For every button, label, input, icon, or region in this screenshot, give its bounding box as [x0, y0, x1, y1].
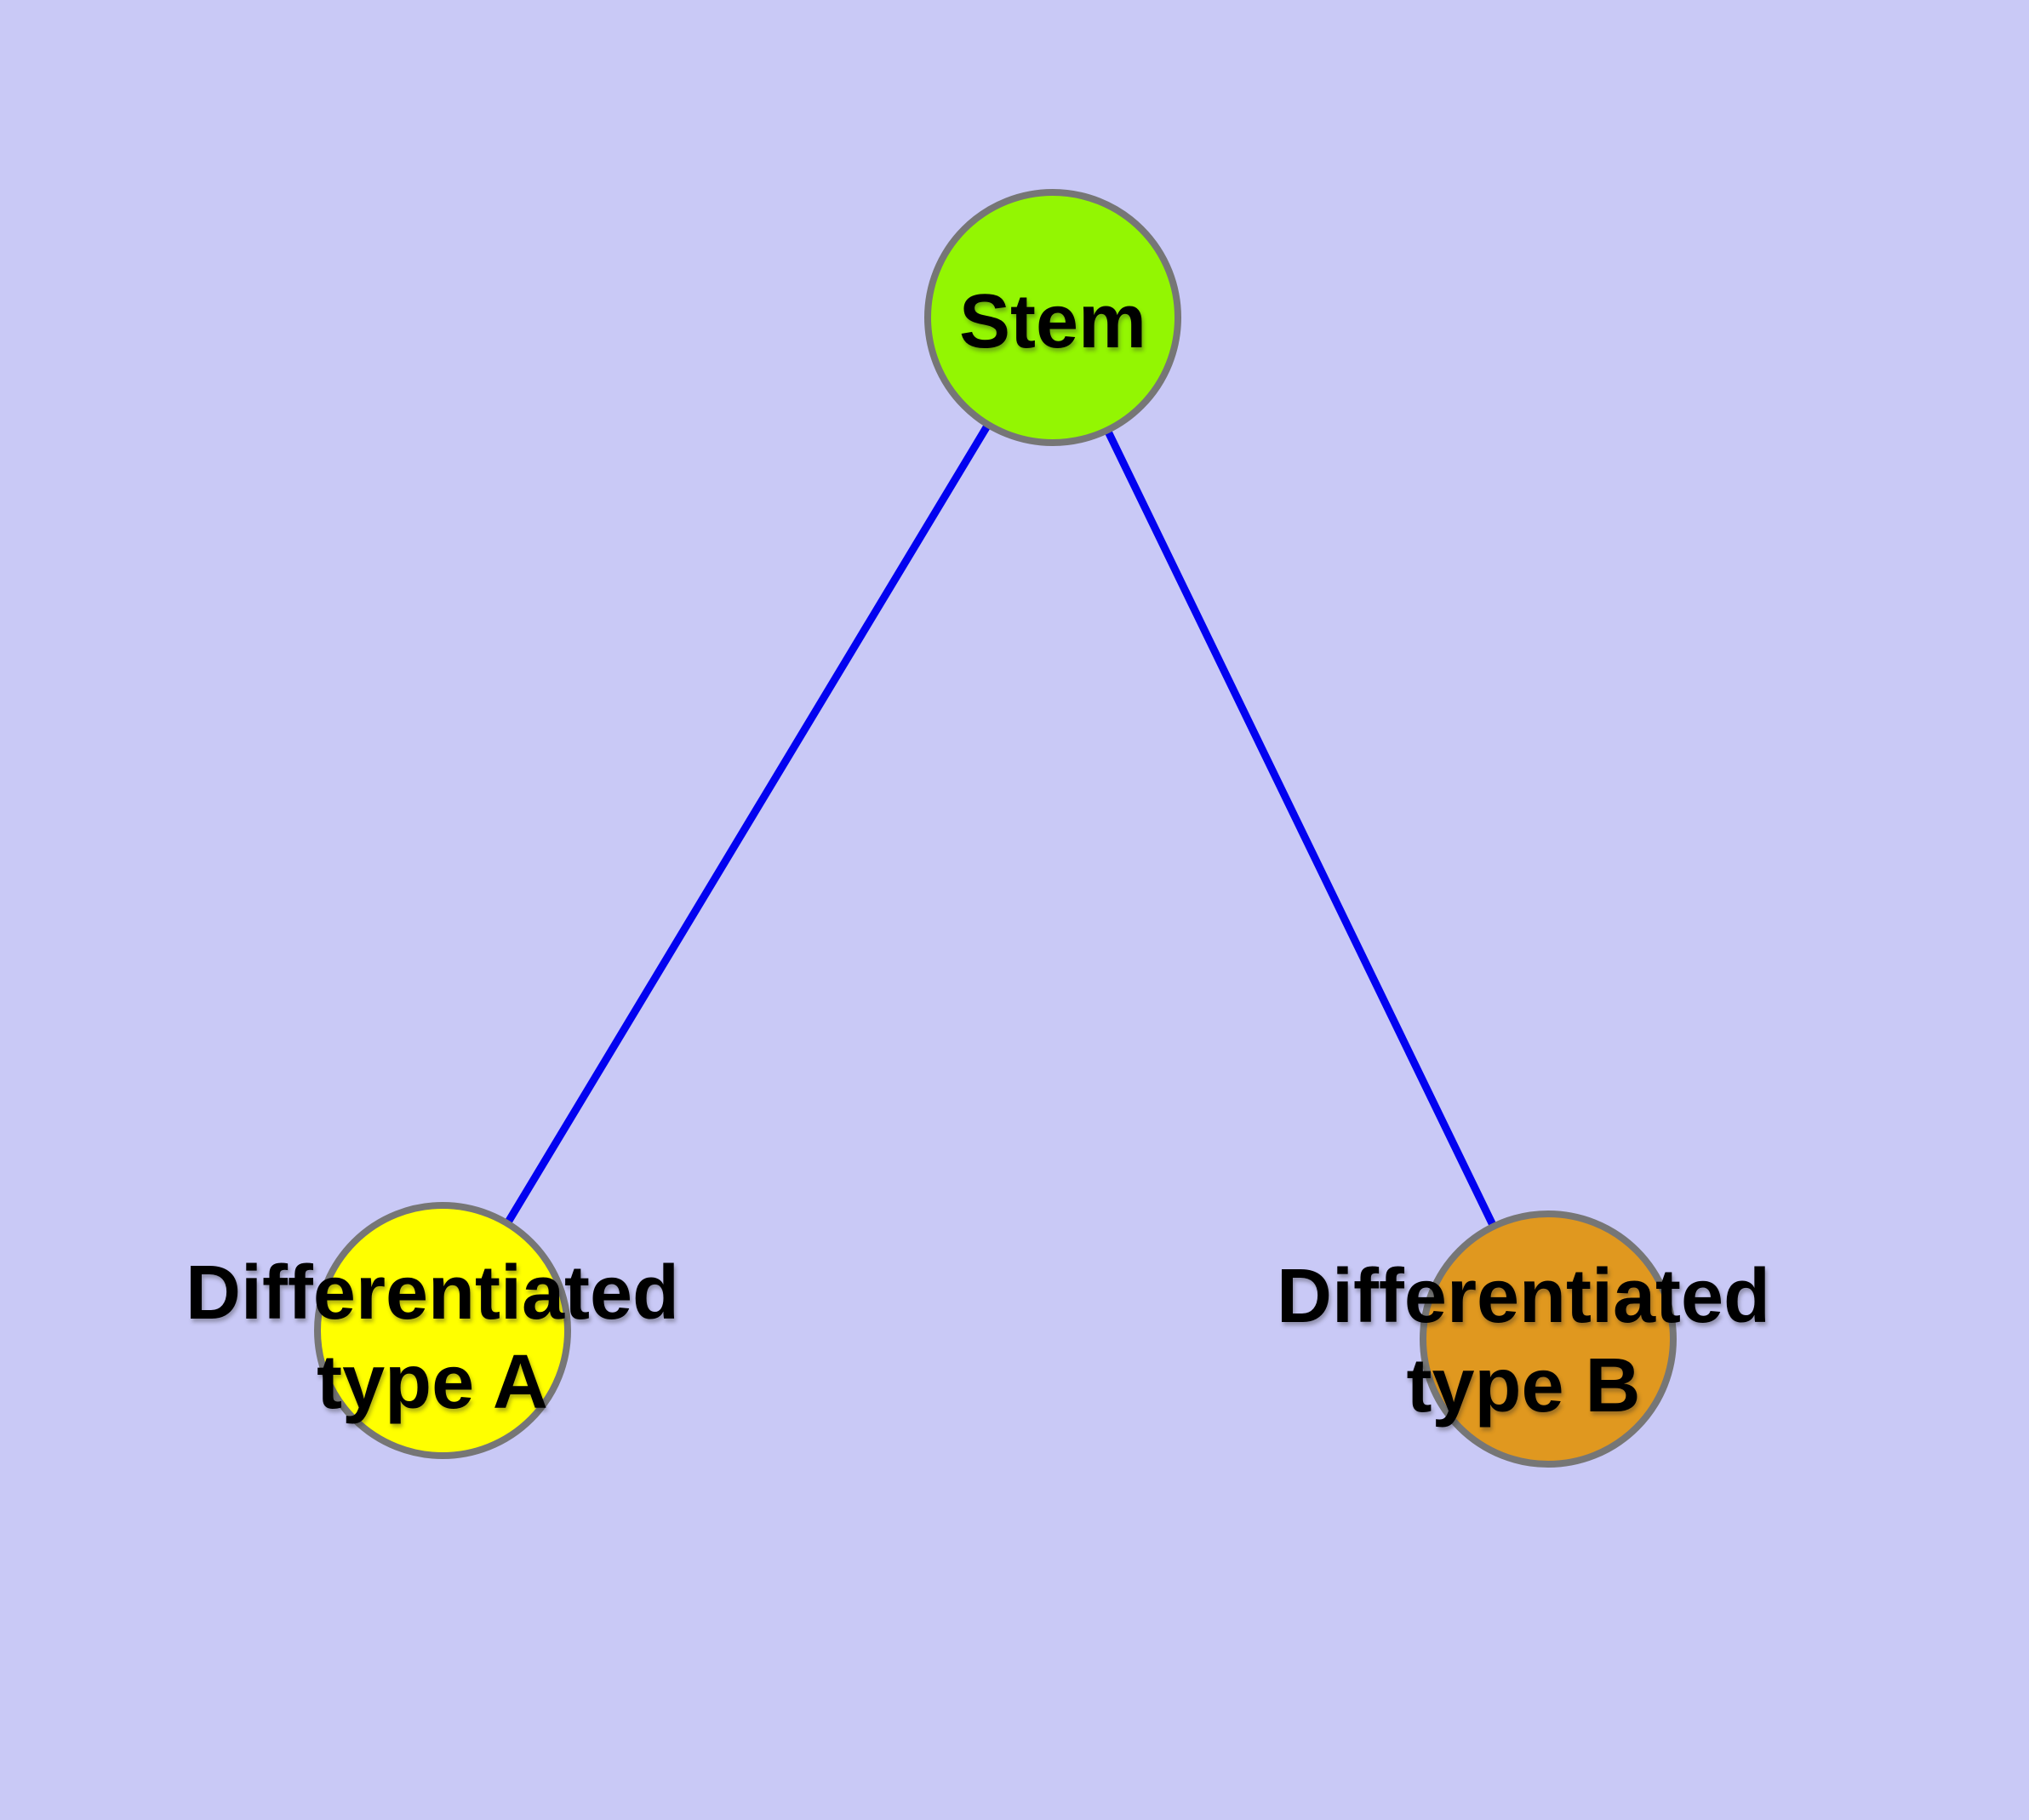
node-type-a-label-line2: type A	[317, 1340, 548, 1425]
node-type-a-circle	[314, 1202, 571, 1459]
node-type-b-label-line1: Differentiated	[1277, 1254, 1770, 1339]
node-stem-circle	[924, 189, 1181, 446]
edge-stem-to-type-b	[1105, 429, 1496, 1228]
node-stem-label: Stem	[959, 279, 1146, 364]
edge-stem-to-type-a	[505, 423, 991, 1225]
node-type-b-circle	[1420, 1210, 1677, 1468]
node-layer	[314, 189, 1677, 1468]
edge-layer	[505, 423, 1496, 1228]
label-layer: Stem Differentiated type A Differentiate…	[186, 279, 1770, 1428]
node-type-b-label-line2: type B	[1406, 1343, 1640, 1428]
node-type-a-label-line1: Differentiated	[186, 1251, 679, 1336]
